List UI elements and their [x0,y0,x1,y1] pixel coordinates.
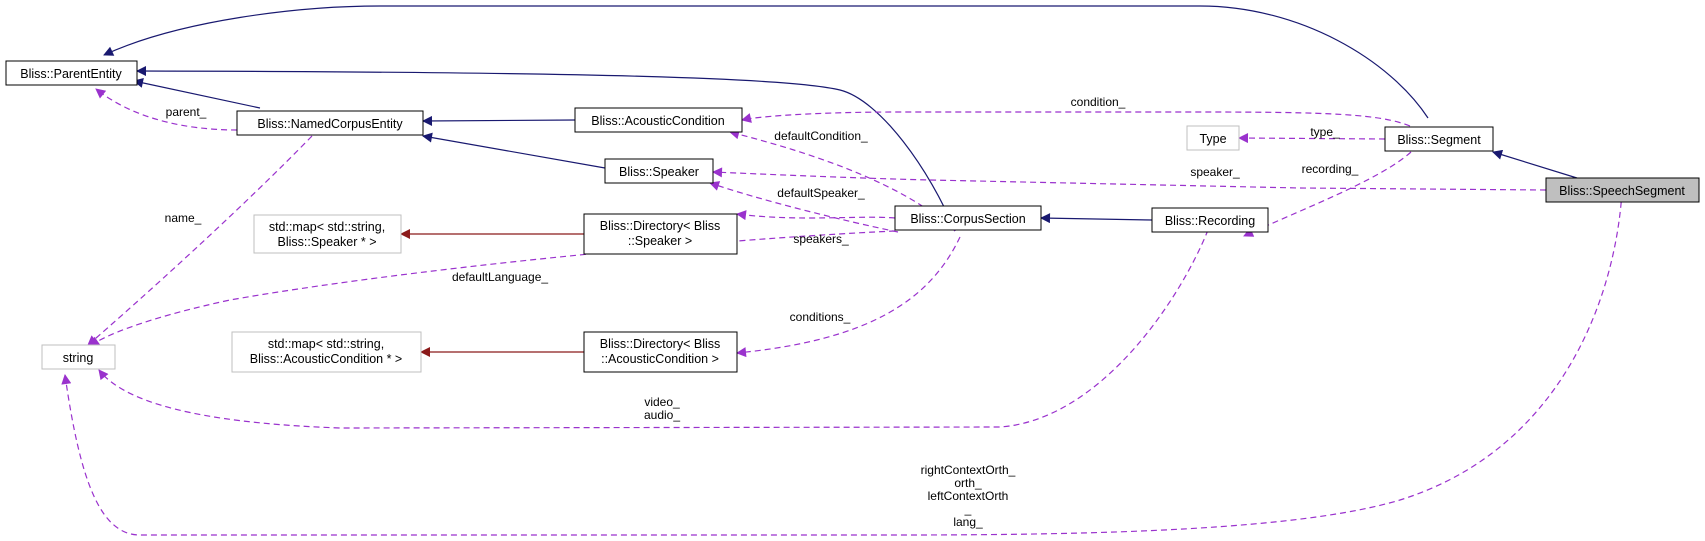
edge-default-condition [729,129,956,232]
text-line: leftContextOrth [928,489,1009,503]
edge-speech-strings [61,191,1623,536]
edge-label-conditions: conditions_ [790,310,851,324]
edge-corpus-section-to-parent-entity [136,66,956,232]
text-line: Bliss::Recording [1165,214,1255,228]
text-line: video_ [644,395,680,409]
svg-text:Bliss::Speaker: Bliss::Speaker [619,165,699,179]
text-line: Bliss::Speaker [619,165,699,179]
svg-text:std::map< std::string,Bliss::S: std::map< std::string,Bliss::Speaker * > [269,220,385,249]
svg-text:string: string [63,351,94,365]
text-line: lang_ [953,515,983,529]
node-recording[interactable]: Bliss::Recording [1151,207,1269,233]
svg-text:Bliss::Segment: Bliss::Segment [1397,133,1481,147]
svg-text:Bliss::AcousticCondition: Bliss::AcousticCondition [591,114,724,128]
edge-label-speech-strings: rightContextOrth_orth_leftContextOrth_la… [921,463,1016,529]
edge-label-recording: recording_ [1302,162,1359,176]
edge-speech-segment-to-segment [1492,149,1578,179]
text-line: std::map< std::string, [269,220,385,234]
edge-video-audio [98,229,1209,429]
text-line: type_ [1310,125,1340,139]
node-corpus-section[interactable]: Bliss::CorpusSection [894,205,1042,231]
edge-speakers [736,210,896,221]
node-named-corpus-entity[interactable]: Bliss::NamedCorpusEntity [236,110,424,136]
text-line: speaker_ [1190,165,1240,179]
text-line: _ [964,502,972,516]
svg-text:Bliss::SpeechSegment: Bliss::SpeechSegment [1559,184,1685,198]
text-line: Bliss::SpeechSegment [1559,184,1685,198]
node-speech-segment[interactable]: Bliss::SpeechSegment [1545,177,1700,203]
svg-text:Bliss::ParentEntity: Bliss::ParentEntity [20,67,122,81]
text-line: parent_ [166,105,207,119]
edge-name [87,135,313,346]
text-line: Type [1199,132,1226,146]
edge-label-default-speaker: defaultSpeaker_ [777,186,865,200]
node-parent-entity[interactable]: Bliss::ParentEntity [5,60,138,86]
node-type[interactable]: Type [1186,125,1240,151]
edge-recording-to-corpus-section [1040,213,1153,224]
edge-default-language [89,230,896,347]
node-map-acoustic-condition[interactable]: std::map< std::string,Bliss::AcousticCon… [231,331,422,373]
text-line: defaultSpeaker_ [777,186,865,200]
text-line: condition_ [1071,95,1126,109]
edge-default-speaker [709,181,899,233]
edge-label-default-language: defaultLanguage_ [452,270,548,284]
edge-condition [741,111,1411,127]
text-line: Bliss::Directory< Bliss [600,219,721,233]
text-line: Bliss::AcousticCondition * > [250,352,403,366]
text-line: conditions_ [790,310,851,324]
edge-label-default-condition: defaultCondition_ [774,129,868,143]
node-directory-speaker[interactable]: Bliss::Directory< Bliss::Speaker > [583,213,738,255]
svg-text:Bliss::Directory< Bliss::Speak: Bliss::Directory< Bliss::Speaker > [600,219,721,248]
text-line: rightContextOrth_ [921,463,1016,477]
text-line: Bliss::ParentEntity [20,67,122,81]
text-line: Bliss::NamedCorpusEntity [257,117,403,131]
svg-text:Bliss::Recording: Bliss::Recording [1165,214,1255,228]
edge-label-condition: condition_ [1071,95,1126,109]
edge-conditions [736,236,961,358]
edge-type [1238,133,1386,144]
text-line: audio_ [644,408,680,422]
edge-label-speakers: speakers_ [793,232,849,246]
text-line: ::Speaker > [628,234,692,248]
text-line: Bliss::CorpusSection [910,212,1025,226]
text-line: std::map< std::string, [268,337,384,351]
text-line: ::AcousticCondition > [601,352,719,366]
text-line: name_ [165,211,202,225]
svg-text:Bliss::CorpusSection: Bliss::CorpusSection [910,212,1025,226]
text-line: defaultCondition_ [774,129,868,143]
svg-text:Bliss::Directory< Bliss::Acous: Bliss::Directory< Bliss::AcousticConditi… [600,337,721,366]
node-map-speaker[interactable]: std::map< std::string,Bliss::Speaker * > [253,214,402,254]
edge-segment-to-parent-entity [103,5,1429,119]
text-line: Bliss::Speaker * > [277,235,376,249]
node-speaker[interactable]: Bliss::Speaker [604,158,714,184]
text-line: recording_ [1302,162,1359,176]
text-line: Bliss::AcousticCondition [591,114,724,128]
edge-named-corpus-entity-to-parent-entity [133,77,261,109]
text-line: Bliss::Segment [1397,133,1481,147]
text-line: speakers_ [793,232,849,246]
edge-acoustic-condition-to-named-corpus-entity [422,115,576,126]
svg-text:std::map< std::string,Bliss::A: std::map< std::string,Bliss::AcousticCon… [250,337,403,366]
edge-label-speaker: speaker_ [1190,165,1240,179]
svg-text:Bliss::NamedCorpusEntity: Bliss::NamedCorpusEntity [257,117,403,131]
edge-speaker-to-named-corpus-entity [422,132,606,169]
text-line: Bliss::Directory< Bliss [600,337,721,351]
text-line: defaultLanguage_ [452,270,548,284]
edge-label-parent: parent_ [166,105,207,119]
edge-label-video-audio: video_audio_ [644,395,680,422]
text-line: orth_ [954,476,982,490]
edge-label-name: name_ [165,211,202,225]
svg-text:Type: Type [1199,132,1226,146]
node-acoustic-condition[interactable]: Bliss::AcousticCondition [574,107,743,133]
text-line: string [63,351,94,365]
edge-label-type: type_ [1310,125,1340,139]
node-directory-acoustic-condition[interactable]: Bliss::Directory< Bliss::AcousticConditi… [583,331,738,373]
edge-speaker [712,167,1547,191]
node-string[interactable]: string [41,344,116,370]
edge-parent [95,88,238,131]
node-segment[interactable]: Bliss::Segment [1384,126,1494,152]
